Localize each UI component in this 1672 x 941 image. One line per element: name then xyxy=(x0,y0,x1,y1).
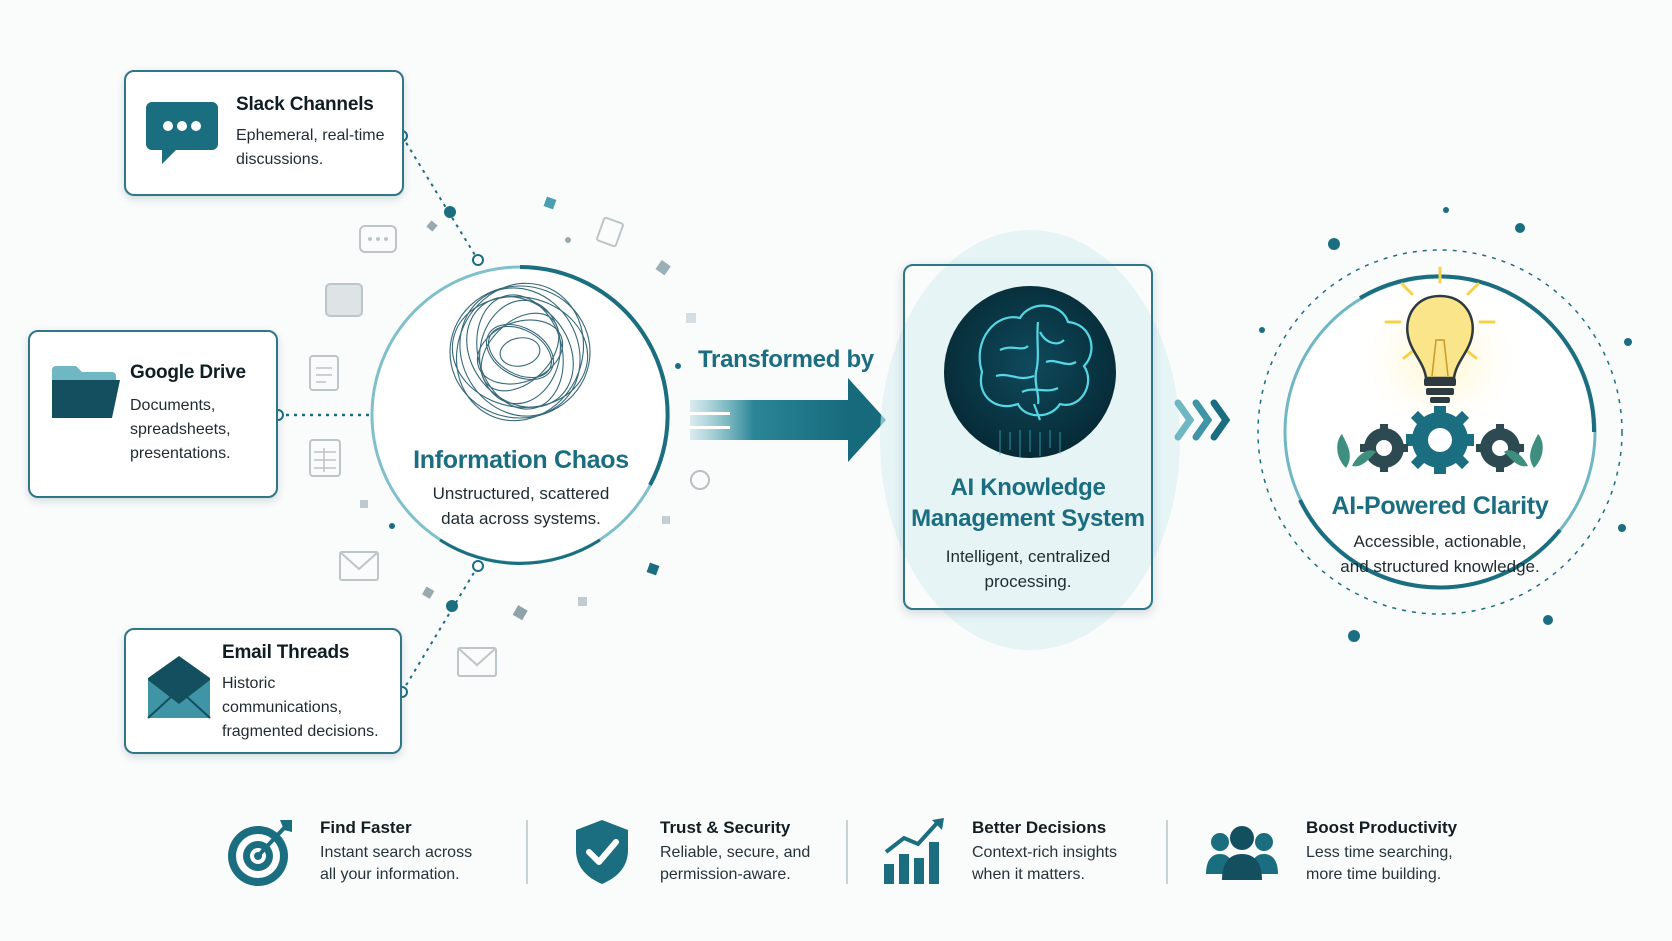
source-desc: Documents, spreadsheets, presentations. xyxy=(130,394,231,466)
faded-page-icon xyxy=(596,216,624,248)
desc-line: all your information. xyxy=(320,866,460,883)
desc-line: Historic xyxy=(222,675,276,692)
faded-circle-icon xyxy=(690,470,710,490)
desc-line: Documents, xyxy=(130,397,216,414)
benefit-title: Trust & Security xyxy=(660,818,791,837)
faded-doc-icon xyxy=(309,355,339,391)
clarity-label: AI-Powered Clarity Accessible, actionabl… xyxy=(1300,492,1580,579)
divider xyxy=(526,820,528,884)
chevrons-icon xyxy=(1174,399,1231,441)
lightbulb-icon xyxy=(1384,266,1496,403)
desc-line: communications, xyxy=(222,699,343,716)
transform-arrow xyxy=(690,378,886,462)
brain-icon xyxy=(944,286,1116,458)
desc-line: Instant search across xyxy=(320,844,473,861)
faded-sheet-icon xyxy=(309,439,341,477)
desc-line: Less time searching, xyxy=(1306,844,1453,861)
desc-line: Reliable, secure, and xyxy=(660,844,811,861)
desc-line: fragmented decisions. xyxy=(222,723,379,740)
benefit-find-faster: Find Faster Instant search across all yo… xyxy=(226,812,516,892)
faded-mail-icon-2 xyxy=(457,647,497,677)
desc-line: processing. xyxy=(984,572,1072,591)
ai-system-title: AI Knowledge Management System xyxy=(903,472,1153,534)
benefit-title: Find Faster xyxy=(320,818,412,837)
ai-system-label: AI Knowledge Management System Intellige… xyxy=(903,472,1153,594)
desc-line: and structured knowledge. xyxy=(1340,557,1540,576)
desc-line: Accessible, actionable, xyxy=(1353,532,1527,551)
clarity-title: AI-Powered Clarity xyxy=(1331,492,1549,520)
chaos-desc: Unstructured, scattered data across syst… xyxy=(390,481,652,531)
ai-system-card[interactable] xyxy=(903,264,1153,610)
connector-email xyxy=(401,565,479,693)
floating-debris xyxy=(360,196,696,621)
bar-chart-icon xyxy=(884,818,944,884)
desc-line: permission-aware. xyxy=(660,866,791,883)
benefit-title: Boost Productivity xyxy=(1306,818,1458,837)
desc-line: discussions. xyxy=(236,151,324,168)
clarity-desc: Accessible, actionable, and structured k… xyxy=(1300,529,1580,579)
source-desc: Historic communications, fragmented deci… xyxy=(222,672,379,744)
tangle-icon xyxy=(449,282,591,422)
benefit-desc: Context-rich insights when it matters. xyxy=(972,842,1117,886)
chaos-label: Information Chaos Unstructured, scattere… xyxy=(390,446,652,531)
envelope-icon xyxy=(147,656,211,719)
desc-line: Ephemeral, real-time xyxy=(236,127,385,144)
target-icon xyxy=(228,820,292,886)
ai-system-desc: Intelligent, centralized processing. xyxy=(903,544,1153,594)
desc-line: Intelligent, centralized xyxy=(945,547,1111,566)
divider xyxy=(1166,820,1168,884)
desc-line: when it matters. xyxy=(972,866,1085,883)
benefit-title: Better Decisions xyxy=(972,818,1107,837)
source-card-slack[interactable]: Slack Channels Ephemeral, real-time disc… xyxy=(124,70,404,196)
benefit-better-decisions: Better Decisions Context-rich insights w… xyxy=(882,812,1142,892)
desc-line: spreadsheets, xyxy=(130,421,231,438)
team-icon xyxy=(1206,826,1278,880)
benefit-desc: Instant search across all your informati… xyxy=(320,842,472,886)
chaos-circle xyxy=(370,265,670,565)
benefit-desc: Reliable, secure, and permission-aware. xyxy=(660,842,810,886)
desc-line: data across systems. xyxy=(441,509,601,528)
source-title: Slack Channels xyxy=(236,94,374,115)
gears-icon xyxy=(1337,406,1543,474)
title-line: AI Knowledge xyxy=(950,474,1106,501)
source-card-drive[interactable]: Google Drive Documents, spreadsheets, pr… xyxy=(28,330,278,498)
chat-bubble-icon xyxy=(146,102,218,164)
desc-line: Context-rich insights xyxy=(972,844,1117,861)
divider xyxy=(846,820,848,884)
desc-line: presentations. xyxy=(130,445,231,462)
desc-line: Unstructured, scattered xyxy=(432,484,610,503)
folder-icon xyxy=(52,366,120,418)
source-title: Email Threads xyxy=(222,642,350,663)
source-desc: Ephemeral, real-time discussions. xyxy=(236,124,385,172)
faded-chat-icon xyxy=(359,225,397,253)
faded-mail-icon xyxy=(339,551,379,581)
faded-card-icon xyxy=(325,283,363,317)
transform-label: Transformed by xyxy=(698,346,874,373)
source-card-email[interactable]: Email Threads Historic communications, f… xyxy=(124,628,402,754)
shield-check-icon xyxy=(576,820,628,884)
benefit-boost-productivity: Boost Productivity Less time searching, … xyxy=(1206,812,1486,892)
title-line: Management System xyxy=(911,505,1145,532)
benefit-desc: Less time searching, more time building. xyxy=(1306,842,1453,886)
chaos-title: Information Chaos xyxy=(413,446,629,474)
benefit-trust-security: Trust & Security Reliable, secure, and p… xyxy=(574,812,834,892)
desc-line: more time building. xyxy=(1306,866,1442,883)
connector-slack xyxy=(401,135,479,261)
source-title: Google Drive xyxy=(130,362,246,383)
